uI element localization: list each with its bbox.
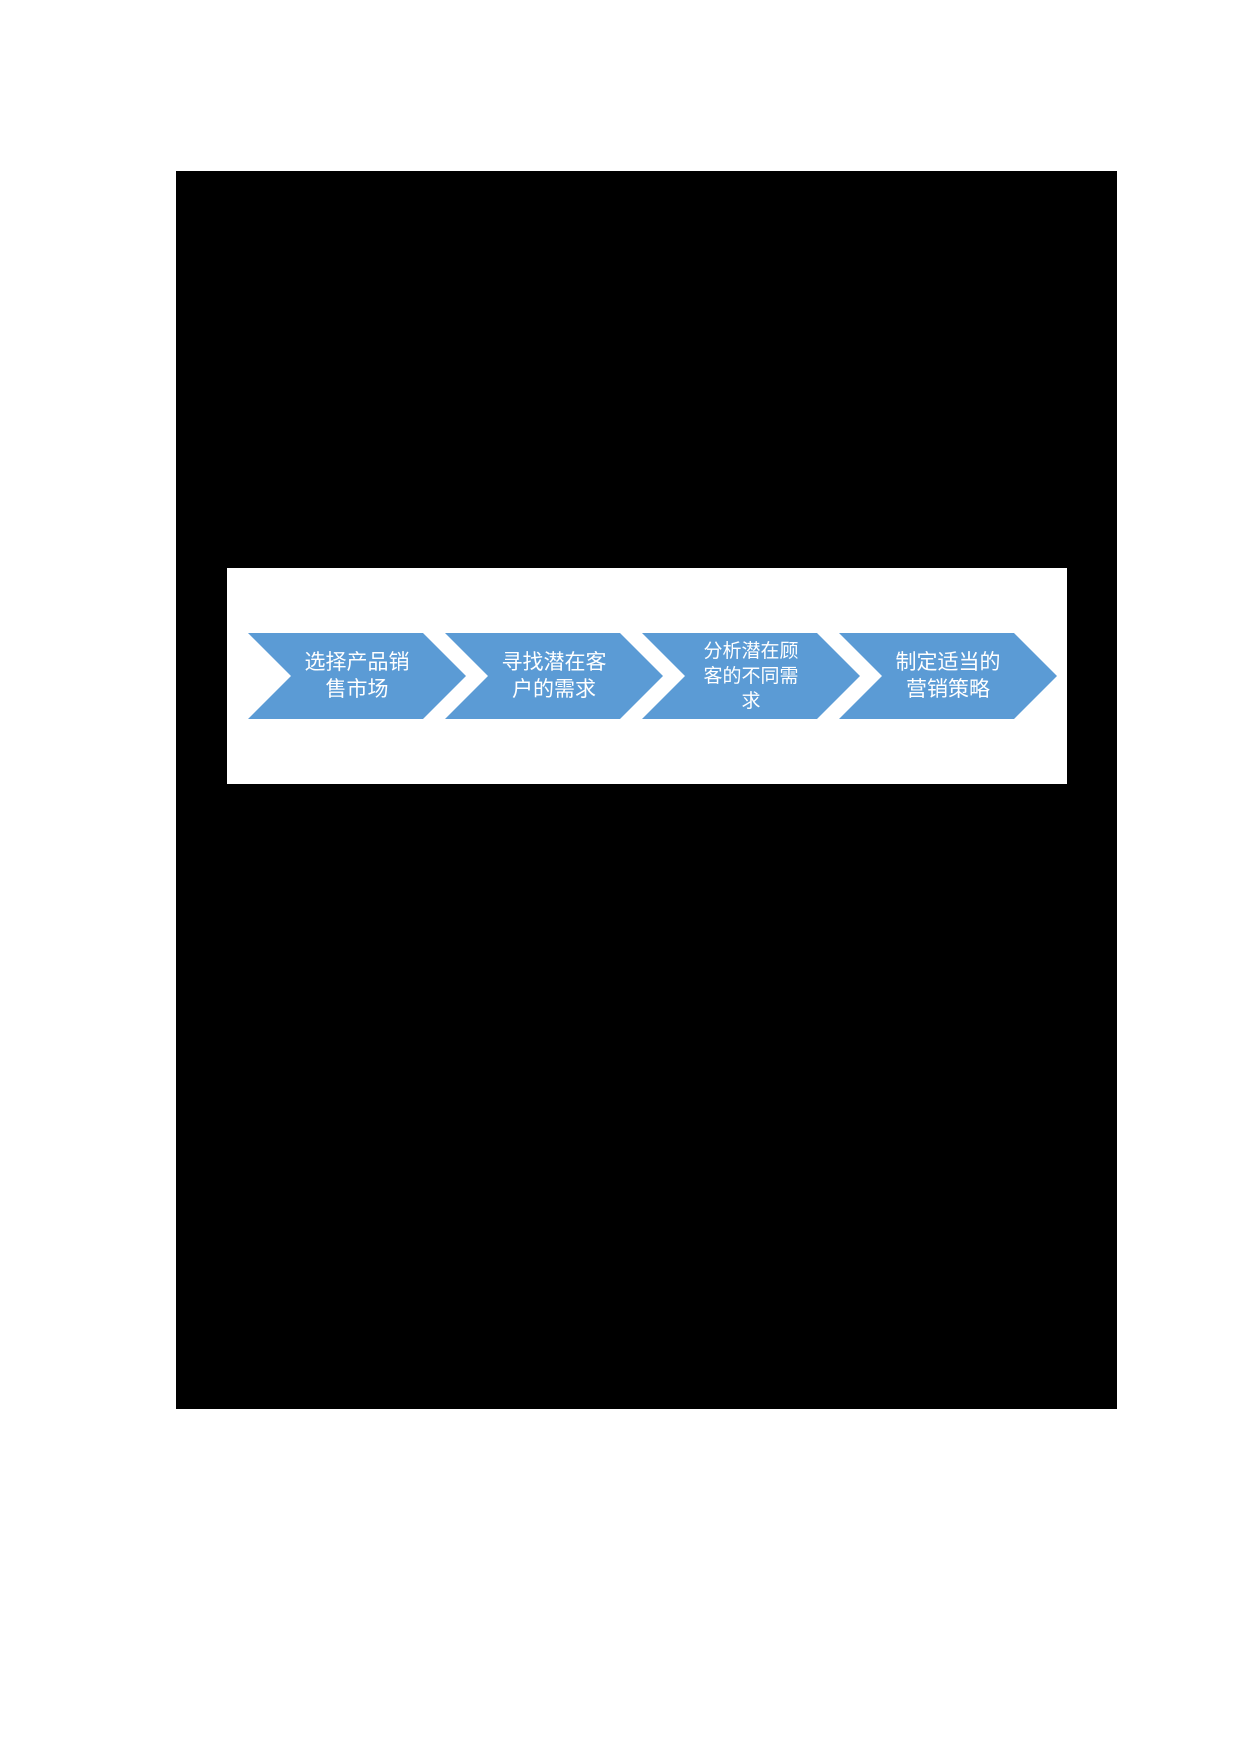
process-step-1: 选择产品销 售市场 xyxy=(248,633,466,719)
chevron-shape xyxy=(445,633,663,719)
chevron-shape xyxy=(248,633,466,719)
chevron-shape xyxy=(642,633,860,719)
chevron-arrow-icon xyxy=(642,633,860,719)
chevron-arrow-icon xyxy=(445,633,663,719)
process-step-3: 分析潜在顾 客的不同需 求 xyxy=(642,633,860,719)
process-step-2-label: 寻找潜在客 户的需求 xyxy=(501,650,607,701)
process-step-4: 制定适当的 营销策略 xyxy=(839,633,1057,719)
process-step-2: 寻找潜在客 户的需求 xyxy=(445,633,663,719)
process-step-4-label: 制定适当的 营销策略 xyxy=(895,650,1001,701)
process-step-3-label: 分析潜在顾 客的不同需 求 xyxy=(703,640,799,712)
dark-content-panel: 选择产品销 售市场 寻找潜在客 户的需求 分析潜在顾 客的不同需 求 制定适当的… xyxy=(176,171,1117,1409)
chevron-shape xyxy=(839,633,1057,719)
chevron-arrow-icon xyxy=(839,633,1057,719)
chevron-arrow-icon xyxy=(248,633,466,719)
process-step-1-label: 选择产品销 售市场 xyxy=(304,650,410,701)
process-diagram-canvas: 选择产品销 售市场 寻找潜在客 户的需求 分析潜在顾 客的不同需 求 制定适当的… xyxy=(227,568,1067,784)
